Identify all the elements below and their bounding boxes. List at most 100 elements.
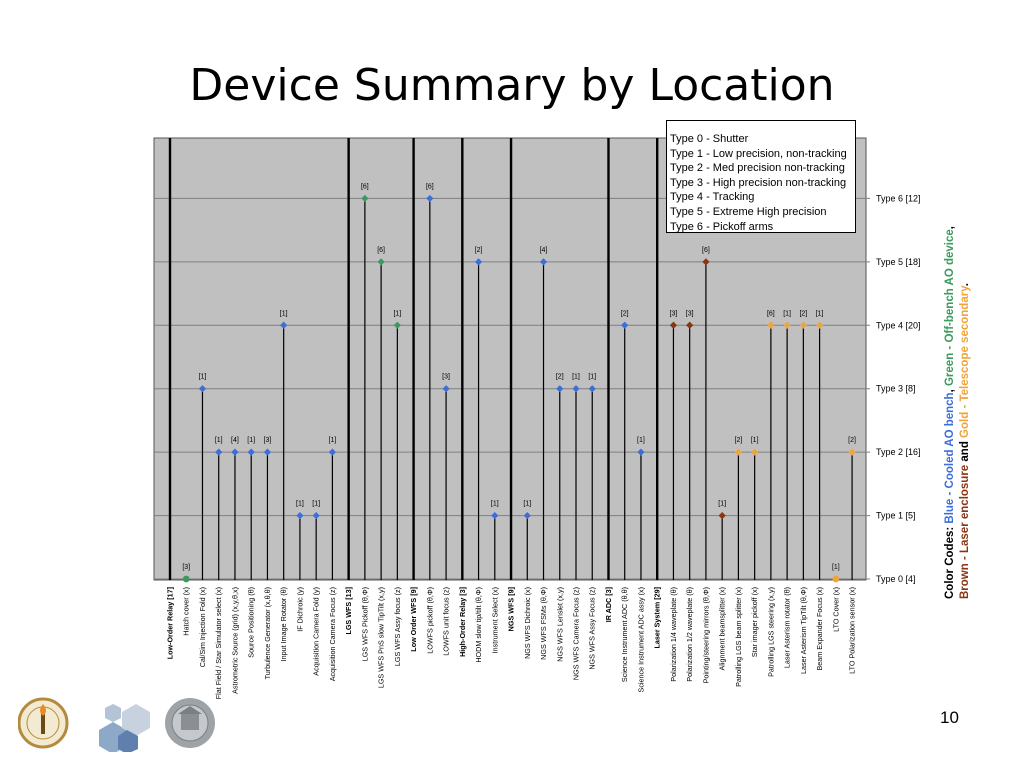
device-marker: [491, 511, 499, 520]
device-marker: [848, 448, 856, 456]
device-label: Beam Expander Focus (x): [815, 587, 824, 671]
device-count-label: [3]: [264, 437, 272, 444]
device-marker: [426, 194, 434, 203]
device-count-label: [1]: [215, 437, 223, 444]
device-count-label: [3]: [182, 564, 190, 571]
legend-entry-type-2: Type 2 - Med precision non-tracking: [670, 162, 845, 175]
device-marker: [734, 448, 742, 456]
device-count-label: [1]: [393, 310, 401, 317]
legend-entry-type-0: Type 0 - Shutter: [670, 133, 749, 145]
device-count-label: [2]: [735, 437, 743, 444]
device-marker: [474, 258, 483, 266]
color-code-blue: Blue - Cooled AO bench: [944, 392, 956, 524]
device-count-label: [6]: [426, 183, 434, 190]
device-marker: [686, 321, 694, 329]
device-marker: [215, 448, 223, 456]
device-marker: [718, 511, 726, 520]
device-label: NGS WFS Lenslet (x,y): [555, 587, 564, 662]
device-label: Star imager pickoff (x): [750, 587, 759, 657]
device-count-label: [2]: [621, 310, 629, 317]
device-label: Hatch cover (x): [182, 587, 191, 636]
device-count-label: [2]: [475, 247, 483, 254]
device-label: LGS WFS Pickoff (θ,Φ): [360, 587, 369, 661]
device-label: NGS WFS Camera Focus (z): [572, 587, 581, 680]
location-group-label: NGS WFS [9]: [507, 587, 516, 631]
y-tick-label: Type 4 [20]: [876, 320, 921, 330]
device-count-label: [2]: [799, 310, 807, 317]
location-group-label: Low-Order Relay [17]: [166, 587, 175, 659]
device-marker: [702, 258, 710, 266]
device-label: Patrolling LGS beam splitter (x): [734, 587, 743, 687]
device-count-label: [1]: [491, 501, 499, 508]
device-marker: [247, 448, 255, 456]
device-count-label: [2]: [556, 374, 564, 381]
device-marker: [296, 511, 304, 520]
device-marker: [637, 448, 645, 456]
location-group-label: LGS WFS [13]: [344, 587, 353, 635]
color-code-label: Color Codes:: [944, 523, 956, 599]
device-marker: [231, 448, 239, 456]
device-count-label: [1]: [329, 437, 337, 444]
device-label: Laser Asterism rotator (θ): [783, 587, 792, 668]
device-count-label: [4]: [540, 247, 548, 254]
legend-entry-type-1: Type 1 - Low precision, non-tracking: [670, 147, 847, 160]
location-group-label: Laser System [29]: [653, 587, 662, 649]
legend-entry-type-3: Type 3 - High precision non-tracking: [670, 176, 847, 189]
device-label: Alignment beamsplitter (x): [718, 587, 727, 671]
device-count-label: [3]: [686, 310, 694, 317]
device-label: LTO Polarization sensor (x): [848, 587, 857, 674]
device-marker: [832, 575, 840, 583]
device-label: Polarization 1/2 waveplate (θ): [685, 587, 694, 682]
device-count-label: [1]: [751, 437, 759, 444]
device-label: LGS WFS PnS slow TipTilt (x,y): [377, 587, 386, 688]
device-marker: [442, 385, 450, 393]
device-count-label: [1]: [718, 501, 726, 508]
device-marker: [669, 321, 678, 329]
device-label: Polarization 1/4 waveplate (θ): [669, 587, 678, 682]
device-label: Acquisition Camera Fold (y): [312, 587, 321, 676]
device-label: Science Instrument ADC (θ,θ): [620, 587, 629, 682]
device-label: Input Image Rotator (θ): [279, 587, 288, 661]
device-label: Cal/Sim Injection Fold (x): [198, 587, 207, 667]
institution-logos: [18, 697, 215, 752]
device-count-label: [6]: [702, 247, 710, 254]
device-label: Flat Field / Star Simulator select (x): [214, 587, 223, 699]
legend-entry-type-6: Type 6 - Pickoff arms: [670, 220, 774, 233]
color-code-brown: Brown - Laser enclosure: [959, 464, 971, 599]
device-marker: [312, 511, 320, 520]
device-marker: [539, 258, 548, 266]
device-label: Pointing/steering mirrors (θ,Φ): [701, 587, 710, 683]
device-count-label: [3]: [670, 310, 678, 317]
device-count-label: [1]: [312, 501, 320, 508]
device-label: Turbulence Generator (x,θ,θ): [263, 587, 272, 679]
type-legend: Type 0 - Shutter Type 1 - Low precision,…: [666, 120, 856, 233]
device-marker: [588, 385, 596, 393]
device-marker: [280, 321, 288, 329]
y-tick-label: Type 6 [12]: [876, 193, 921, 203]
legend-entry-type-4: Type 4 - Tracking: [670, 191, 755, 204]
device-count-label: [1]: [588, 374, 596, 381]
location-group-label: Low Order WFS [9]: [409, 587, 418, 652]
color-code-gold: Gold - Telescope secondary: [959, 286, 971, 438]
device-marker: [799, 321, 807, 329]
device-count-label: [1]: [247, 437, 255, 444]
device-label: LTO Cover (x): [831, 587, 840, 632]
device-count-label: [1]: [523, 501, 531, 508]
device-count-label: [2]: [848, 437, 856, 444]
device-label: Laser Asterism TipTilt (θ,Φ): [799, 587, 808, 674]
device-count-label: [1]: [199, 374, 207, 381]
color-code-sep: ,: [944, 386, 956, 393]
device-label: Instrument Select (x): [490, 587, 499, 653]
device-marker: [556, 385, 564, 393]
device-label: NGS WFS Assy Focus (z): [588, 587, 597, 670]
device-marker: [377, 258, 385, 266]
y-tick-label: Type 0 [4]: [876, 574, 916, 584]
color-code-sep: and: [959, 437, 971, 465]
color-code-sep: ,: [944, 226, 956, 230]
device-marker: [182, 575, 190, 583]
device-count-label: [3]: [442, 374, 450, 381]
device-label: Astrometric Source (grid) (x,y,θ,x): [230, 587, 239, 694]
device-count-label: [6]: [767, 310, 775, 317]
device-marker: [621, 321, 629, 329]
device-marker: [523, 511, 531, 520]
